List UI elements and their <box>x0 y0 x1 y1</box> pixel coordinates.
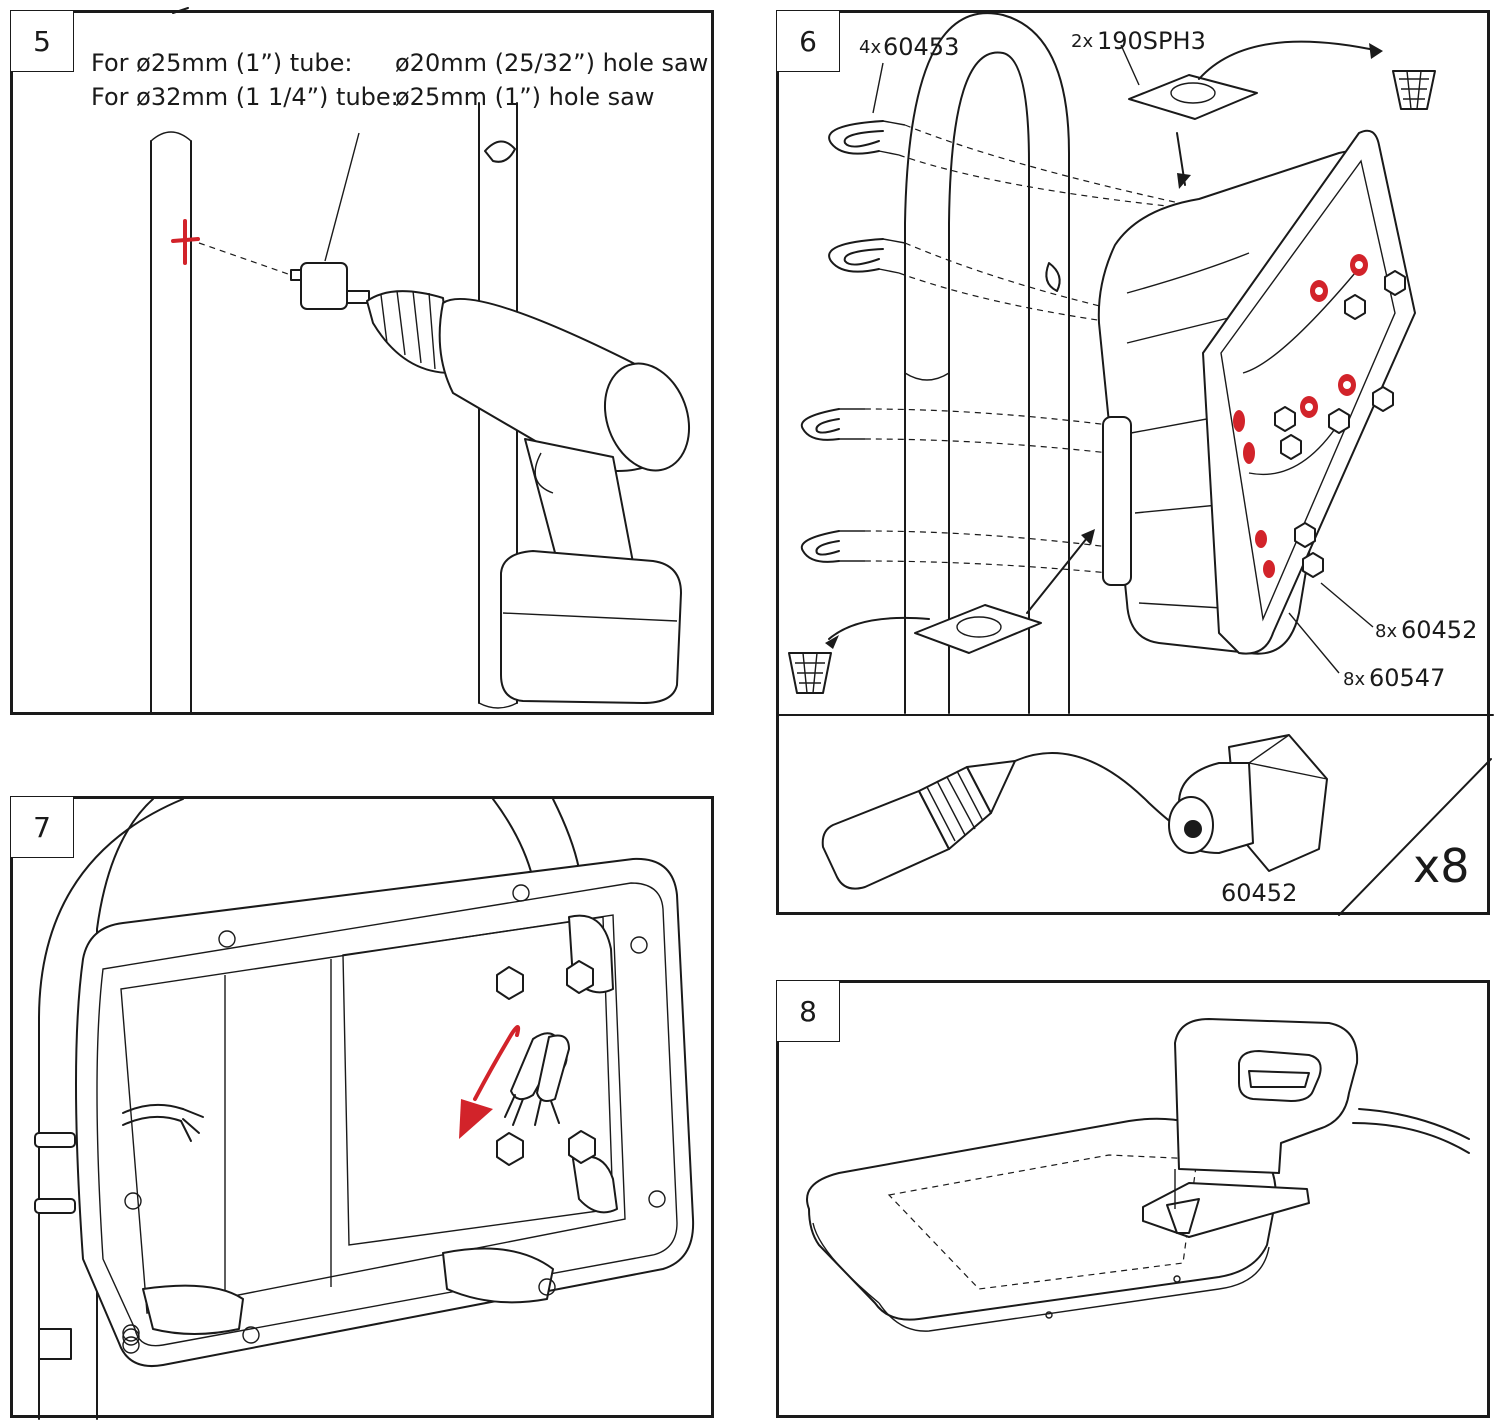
step-7-number: 7 <box>10 796 74 858</box>
threadlock-bottle-icon <box>821 752 1190 890</box>
mounting-pad-top <box>1120 40 1383 189</box>
holesaw-leader-line <box>324 132 360 262</box>
nut-icon <box>1328 408 1350 434</box>
step-5-panel: 5 For ø25mm (1”) tube: ø20mm (25/32”) ho… <box>10 7 714 715</box>
step-8-number: 8 <box>776 980 840 1042</box>
pad-part-number: 190SPH3 <box>1097 27 1206 55</box>
enclosure-open-box <box>75 857 695 1367</box>
step-5-tube32-label: For ø32mm (1 1/4”) tube: <box>91 83 399 111</box>
washer-part-number: 60547 <box>1369 664 1446 692</box>
step-6-number: 6 <box>776 10 840 72</box>
pad-qty: 2x <box>1071 31 1094 52</box>
step-7-panel: 7 <box>10 796 714 1420</box>
red-washer-icon <box>1263 560 1275 578</box>
u-bolt-icon-1 <box>828 120 906 156</box>
cable-left <box>122 1103 204 1142</box>
jigsaw-icon <box>1142 1018 1470 1238</box>
nut-icon <box>1294 522 1316 548</box>
drill-path <box>198 242 292 276</box>
step-5-tube25-label: For ø25mm (1”) tube: <box>91 49 353 77</box>
nut-icon <box>1384 270 1406 296</box>
rail-tube-left <box>150 7 192 714</box>
nut-icon <box>568 1130 596 1164</box>
step-7-drawing <box>34 798 695 1420</box>
detail-multiplier: x8 <box>1413 839 1470 893</box>
cable-center <box>504 1032 570 1126</box>
trash-bin-icon-top <box>1392 70 1436 110</box>
red-washer-icon <box>1255 530 1267 548</box>
hole-saw-icon <box>290 262 370 310</box>
detail-part-number: 60452 <box>1221 879 1298 907</box>
rotate-arrow-icon <box>459 1025 521 1139</box>
power-drill-icon <box>366 290 691 704</box>
nut-icon <box>1280 434 1302 460</box>
nut-icon <box>1302 552 1324 578</box>
step-5-drawing <box>150 7 691 714</box>
trash-bin-icon-bottom <box>788 652 832 694</box>
nut-icon <box>1274 406 1296 432</box>
u-bolt-icon-2 <box>828 238 906 274</box>
step-8-drawing <box>806 1018 1470 1332</box>
rail-clamps <box>34 1132 76 1360</box>
nut-leader <box>1320 582 1374 628</box>
ubolt-part-number: 60453 <box>883 33 960 61</box>
red-washer-icon <box>1233 410 1245 432</box>
red-washer-icon <box>1243 442 1255 464</box>
nut-part-number: 60452 <box>1401 616 1478 644</box>
washer-leader <box>1288 612 1340 674</box>
u-bolt-icon-3 <box>800 408 865 441</box>
drill-mark-icon <box>171 219 200 265</box>
nut-set <box>1274 270 1406 578</box>
step-5-holesaw20-label: ø20mm (25/32”) hole saw <box>395 49 709 77</box>
ubolt-leader <box>872 62 884 114</box>
step-6-drawing <box>778 12 1494 916</box>
washer-set <box>1233 254 1368 578</box>
nut-icon <box>1344 294 1366 320</box>
detail-nut-icon <box>1168 734 1328 872</box>
step-5-holesaw25-label: ø25mm (1”) hole saw <box>395 83 655 111</box>
nut-icon <box>1372 386 1394 412</box>
washer-qty: 8x <box>1343 669 1366 690</box>
u-bolt-icon-4 <box>800 530 865 563</box>
nut-icon <box>566 960 594 994</box>
nut-icon <box>496 1132 524 1166</box>
step-5-number: 5 <box>10 10 74 72</box>
mounting-pad-bottom <box>825 529 1095 654</box>
step-8-panel: 8 <box>776 980 1490 1418</box>
mounting-nuts <box>496 960 596 1166</box>
detail-corner <box>1338 758 1492 916</box>
enclosure-box <box>1097 129 1416 655</box>
ubolt-qty: 4x <box>859 37 882 58</box>
nut-qty: 8x <box>1375 621 1398 642</box>
step-6-panel: 6 4x 60453 2x 190SPH3 8x 60452 8x 60547 … <box>776 10 1494 916</box>
rail-arch <box>904 12 1070 714</box>
nut-icon <box>496 966 524 1000</box>
